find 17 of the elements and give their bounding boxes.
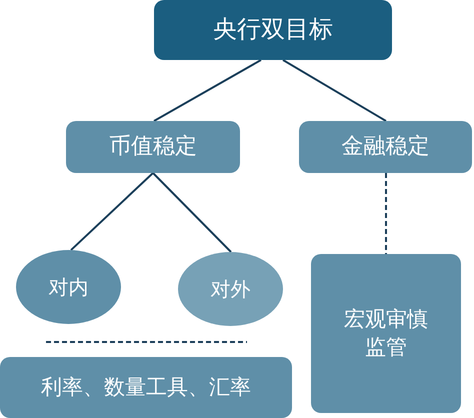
node-label: 对内 [48,274,88,300]
rounded-box [154,0,392,60]
rounded-box [299,121,472,173]
connector-line [154,59,262,122]
node-label: 利率、数量工具、汇率 [41,374,251,401]
rounded-box [0,357,292,418]
connector-line [152,172,232,253]
node-label: 币值稳定 [109,132,197,161]
node-label: 宏观审慎监管 [343,306,429,360]
connector-line [282,59,387,122]
node-label: 金融稳定 [342,132,430,161]
rounded-box [66,121,240,173]
node-label: 对外 [210,276,250,302]
node-label: 央行双目标 [213,14,333,46]
rounded-box [311,254,461,413]
connector-line [70,172,154,251]
connector-line [385,173,387,254]
